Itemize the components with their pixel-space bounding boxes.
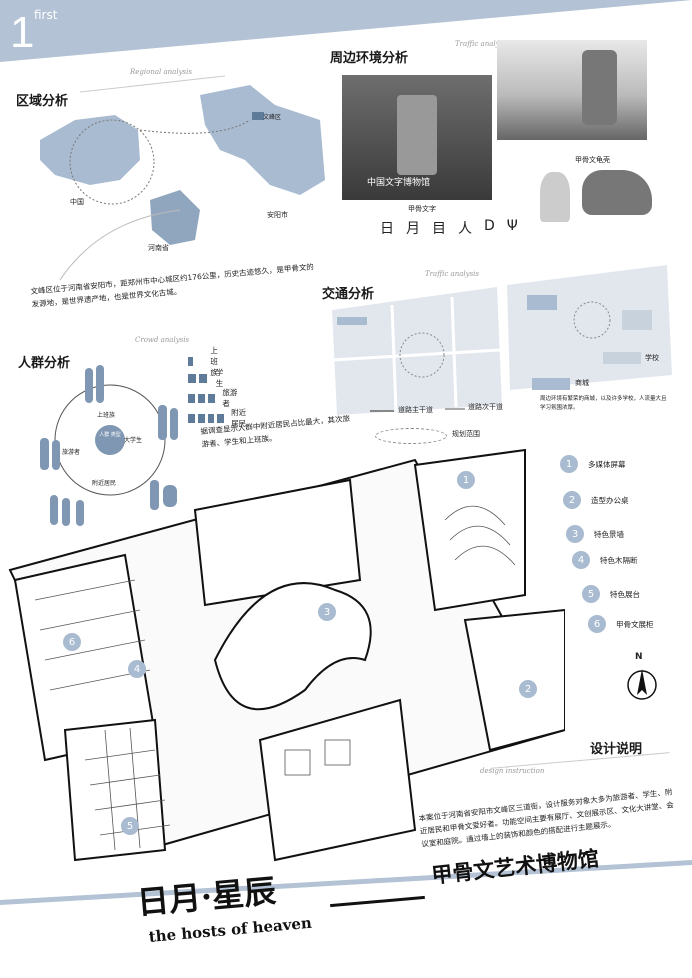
museum-sign: 中国文字博物馆 (367, 178, 431, 188)
legend-main-road: 道路主干道 (398, 406, 433, 414)
glyph-6: Ψ (506, 218, 518, 234)
room-bottom (258, 698, 417, 862)
ring-student: 大学生 (124, 437, 143, 444)
monument-stone-shape (582, 50, 617, 125)
crowd-legend-tourist: 旅游者 (188, 387, 239, 409)
china-map-shape (40, 115, 140, 185)
ring-office: 上班族 (97, 412, 116, 419)
planning-swatch (375, 428, 447, 444)
room-right-bottom (463, 608, 565, 752)
room-bottom-left (63, 718, 167, 862)
traffic-subtitle: Traffic analysis (425, 270, 480, 278)
mall-swatch (532, 378, 570, 390)
page-word: first (34, 8, 58, 22)
caption-oracle-text: 甲骨文字 (408, 205, 436, 213)
glyph-3: 目 (432, 221, 446, 237)
glyph-5: D (484, 218, 495, 234)
compass-label: N (635, 652, 643, 662)
surroundings-subtitle: Traffic analysis (455, 40, 510, 48)
label-wenfeng: 文峰区 (263, 114, 282, 121)
design-subtitle: design instruction (480, 767, 545, 775)
surroundings-title: 周边环境分析 (330, 51, 409, 66)
label-henan: 河南省 (148, 244, 169, 252)
museum-gate-shape (397, 95, 437, 175)
crowd-diagram (40, 365, 178, 526)
regional-subtitle: Regional analysis (130, 68, 192, 76)
glyph-1: 日 (380, 221, 394, 237)
crowd-legend-resident: 附近居民 (188, 407, 252, 429)
plan-marker-1: 1 (457, 471, 485, 489)
school-area (622, 310, 652, 330)
ring-tourist: 旅游者 (62, 449, 81, 456)
crowd-center (95, 425, 125, 455)
ring-resident: 附近居民 (92, 480, 117, 487)
mall-area (527, 295, 557, 310)
page-number: 1 (10, 8, 35, 57)
regional-maps (40, 75, 325, 281)
ring-center-label: 人群 类型 (99, 432, 121, 438)
bone-photo (540, 172, 570, 222)
label-anyang: 安阳市 (267, 211, 288, 219)
design-title: 设计说明 (590, 742, 643, 757)
wenfeng-marker (252, 112, 264, 120)
caption-shell: 甲骨文龟壳 (575, 156, 610, 164)
anyang-map-shape (200, 85, 325, 195)
compass-icon (627, 669, 657, 700)
legend-secondary-road: 道路次干道 (468, 403, 503, 411)
main-road-swatch (370, 410, 394, 412)
school-swatch (603, 352, 641, 364)
plan-marker-2: 2 (519, 680, 547, 698)
glyph-2: 月 (406, 221, 420, 237)
plan-marker-6: 6 (63, 633, 91, 651)
traffic-title: 交通分析 (322, 287, 375, 302)
room-right-top (413, 448, 526, 612)
traffic-note: 周边环境有繁荣的商城，以及许多学校，人流量大且学习氛围浓厚。 (540, 396, 667, 411)
plan-marker-3: 3 (318, 603, 346, 621)
crowd-legend-student: 学生 (188, 367, 228, 389)
traffic-map-left (332, 287, 502, 415)
crowd-subtitle: Crowd analysis (135, 336, 190, 344)
legend-school: 学校 (645, 354, 659, 362)
secondary-road-swatch (445, 408, 465, 410)
plan-marker-4: 4 (128, 660, 156, 678)
people-silhouettes (40, 365, 178, 526)
crowd-legend-office: 上班族 (188, 345, 223, 378)
crowd-title: 人群分析 (18, 356, 71, 371)
shell-photo (582, 170, 652, 215)
henan-map-shape (150, 190, 200, 245)
crowd-ring (54, 384, 166, 496)
museum-photo: 中国文字博物馆 (342, 75, 492, 200)
monument-photo (497, 40, 647, 140)
floor-plan (8, 448, 565, 862)
oracle-glyphs: 日 月 目 人 D Ψ (380, 218, 518, 238)
glyph-4: 人 (458, 221, 472, 237)
label-china: 中国 (70, 198, 84, 206)
legend-mall: 商城 (575, 379, 589, 387)
room-top (193, 478, 362, 607)
plan-marker-5: 5 (121, 817, 149, 835)
bottom-white (0, 865, 692, 978)
regional-title: 区域分析 (16, 94, 69, 109)
legend-planning: 规划范围 (452, 430, 480, 438)
